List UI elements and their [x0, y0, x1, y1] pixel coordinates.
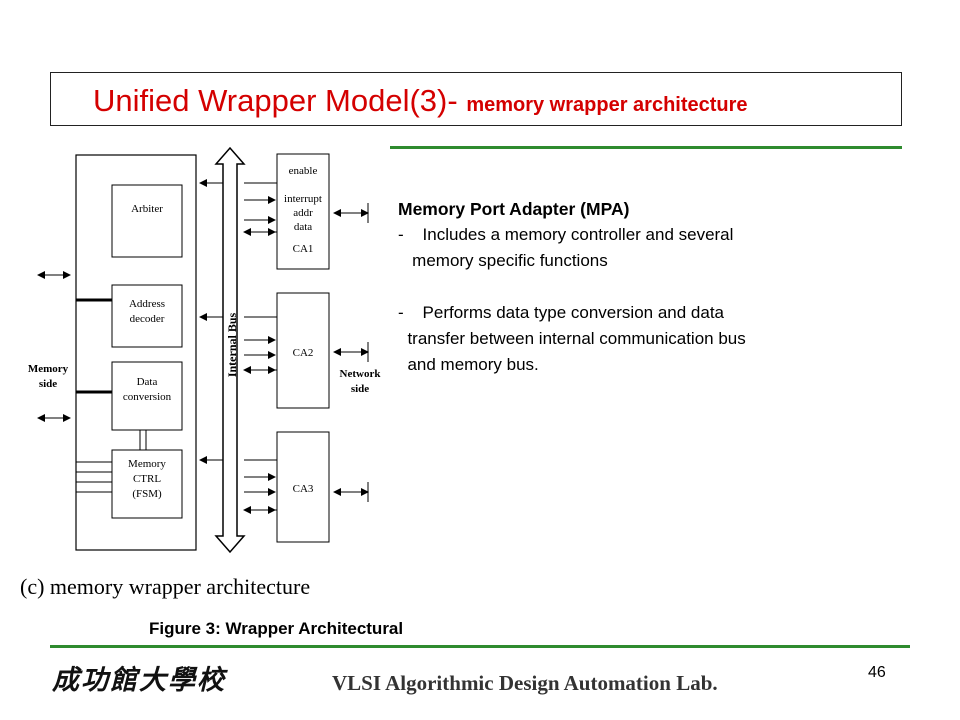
memory-side-label: Memory [28, 363, 69, 375]
ca2-label: CA2 [293, 347, 314, 359]
ca1-signal-label: interrupt [284, 193, 322, 205]
mpa-line: - Performs data type conversion and data [398, 303, 725, 322]
mpa-line: memory specific functions [398, 251, 608, 270]
ca3-block [276, 431, 330, 543]
mpa-box [75, 154, 197, 551]
internal-bus [214, 146, 246, 554]
lab-name: VLSI Algorithmic Design Automation Lab. [332, 671, 718, 695]
network-side-label: side [351, 383, 369, 395]
diagram-caption: (c) memory wrapper architecture [20, 574, 311, 599]
data-conversion-block [111, 361, 183, 431]
mpa-line: transfer between internal communication … [398, 329, 746, 348]
title-subtitle: memory wrapper architecture [466, 94, 748, 116]
memory-ctrl-label: (FSM) [132, 488, 162, 500]
title-main-text: Unified Wrapper Model(3)- [93, 83, 458, 118]
top-rule [390, 146, 902, 149]
mpa-line: and memory bus. [398, 355, 539, 374]
memory-ctrl-label: Memory [128, 458, 166, 470]
university-logo-text: 成功館大學校 [52, 665, 226, 696]
data-conversion-label: conversion [123, 391, 172, 403]
memory-ctrl-block [111, 449, 183, 519]
ca1-signal-label: addr [293, 207, 313, 219]
bottom-rule [50, 645, 910, 648]
arbiter-block [111, 184, 183, 258]
network-arrow-icon [333, 203, 369, 223]
network-arrow-icon [333, 482, 369, 502]
network-arrow-icon [333, 342, 369, 362]
internal-bus-label: Internal Bus [225, 313, 239, 378]
mpa-description: Memory Port Adapter (MPA) - Includes a m… [398, 196, 746, 378]
ca1-signal-label: data [294, 221, 312, 233]
arbiter-label: Arbiter [131, 203, 163, 215]
network-side-label: Network [340, 368, 382, 380]
ca3-label: CA3 [293, 483, 314, 495]
slide-title: Unified Wrapper Model(3)- memory wrapper… [93, 83, 748, 119]
mpa-line: - Includes a memory controller and sever… [398, 225, 734, 244]
memory-ctrl-label: CTRL [133, 473, 161, 485]
page-number: 46 [868, 664, 886, 681]
data-conversion-label: Data [137, 376, 158, 388]
mpa-line [398, 274, 746, 300]
figure-caption: Figure 3: Wrapper Architectural [149, 619, 404, 638]
ca2-block [276, 292, 330, 409]
ca1-block [276, 153, 330, 270]
memory-side-label: side [39, 378, 57, 390]
address-decoder-block [111, 284, 183, 348]
memory-wrapper-diagram: Arbiter Address decoder Data conversion … [28, 146, 382, 554]
address-decoder-label: Address [129, 298, 165, 310]
title-box: Unified Wrapper Model(3)- memory wrapper… [50, 72, 902, 126]
address-decoder-label: decoder [130, 313, 165, 325]
mpa-heading: Memory Port Adapter (MPA) [398, 199, 630, 219]
ca1-signal-label: enable [289, 165, 318, 177]
ca1-label: CA1 [293, 243, 314, 255]
